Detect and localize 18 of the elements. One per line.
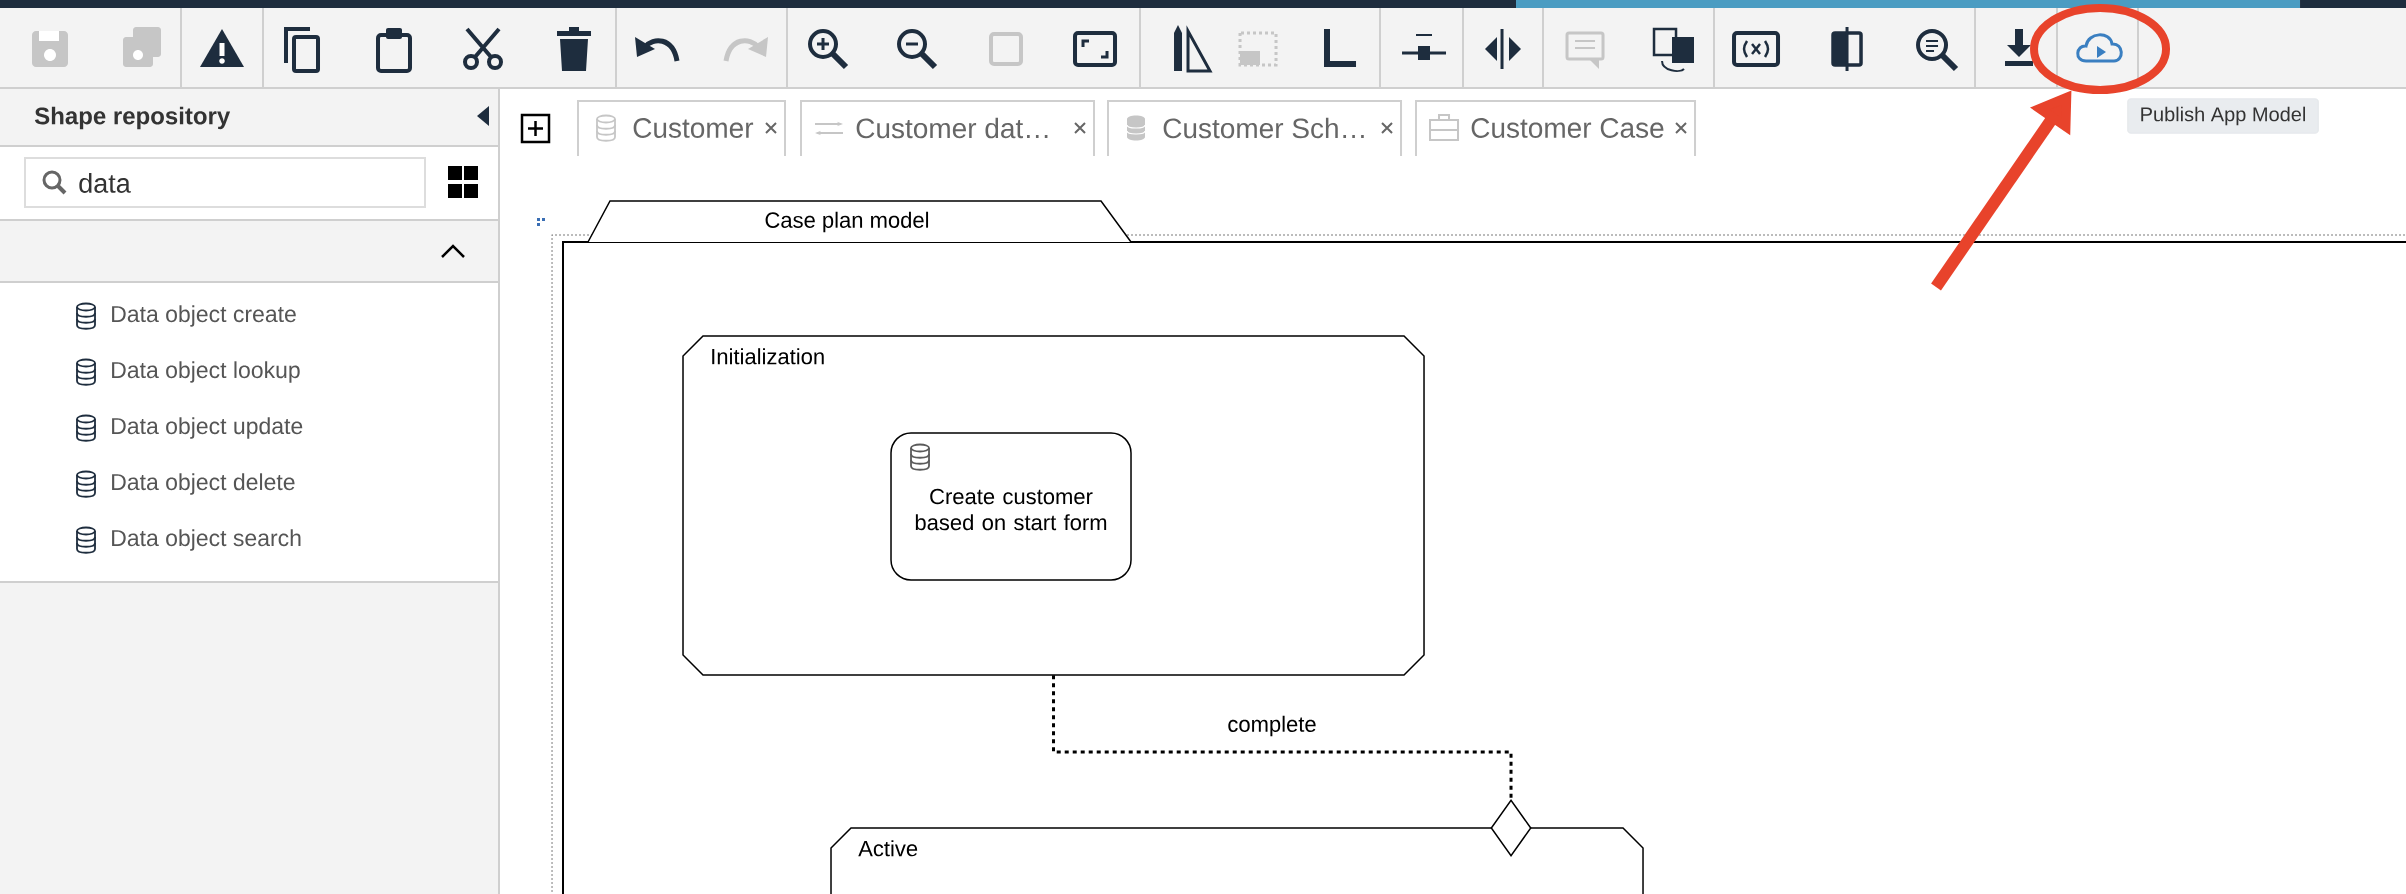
tab: Customer Case (1415, 100, 1696, 157)
list-item: Data object create (112, 305, 296, 327)
list-item: Data object lookup (112, 361, 300, 383)
stage-box: Active (830, 827, 1644, 894)
search-field: data (24, 157, 426, 208)
list-item: Data object delete (112, 473, 295, 495)
list-item: Data object search (112, 529, 301, 551)
tooltip: Publish App Model (2127, 98, 2319, 134)
sentry-diamond (1490, 799, 1532, 857)
panel-title: Shape repository (34, 106, 231, 130)
tab: Customer Sch… (1107, 100, 1402, 157)
tab: Customer dat… (800, 100, 1095, 157)
list-item: Data object update (112, 417, 303, 439)
task-box: Create customer based on start form (890, 432, 1132, 581)
highlight-ellipse (2030, 4, 2171, 94)
edge-label: complete (1225, 713, 1319, 739)
tab: Customer (577, 100, 786, 157)
connector (1052, 675, 1513, 800)
